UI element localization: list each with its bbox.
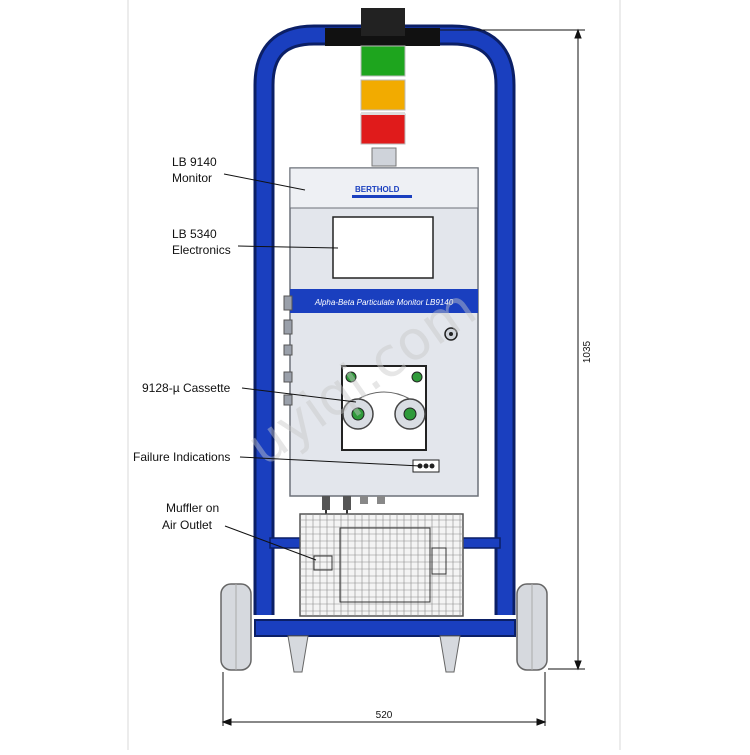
height-dimension xyxy=(440,28,585,671)
cassette xyxy=(341,365,427,451)
display-screen xyxy=(332,216,434,279)
callout-electronics-line1: LB 5340 xyxy=(172,227,217,241)
width-dimension xyxy=(221,672,547,726)
signal-tower xyxy=(360,8,406,167)
wheel-left xyxy=(220,583,252,671)
banner-text: Alpha-Beta Particulate Monitor LB9140 xyxy=(314,298,454,307)
wheel-right xyxy=(516,583,548,671)
pump-cage xyxy=(299,513,464,617)
callout-leaders xyxy=(223,173,421,561)
callout-monitor-line1: LB 9140 xyxy=(172,155,217,169)
width-dimension-label: 520 xyxy=(376,710,393,721)
device-banner xyxy=(290,289,478,313)
callout-monitor-line2: Monitor xyxy=(172,171,212,185)
callout-failure: Failure Indications xyxy=(133,450,230,464)
callout-cassette: 9128-µ Cassette xyxy=(142,381,231,395)
foot-left xyxy=(287,635,309,673)
callout-electronics-line2: Electronics xyxy=(172,243,231,257)
brand-underline xyxy=(352,195,412,198)
height-dimension-label: 1035 xyxy=(582,340,593,363)
foot-right xyxy=(439,635,461,673)
callout-muffler-line2: Air Outlet xyxy=(162,518,213,532)
callout-muffler-line1: Muffler on xyxy=(166,501,219,515)
brand-label: BERTHOLD xyxy=(355,185,400,194)
